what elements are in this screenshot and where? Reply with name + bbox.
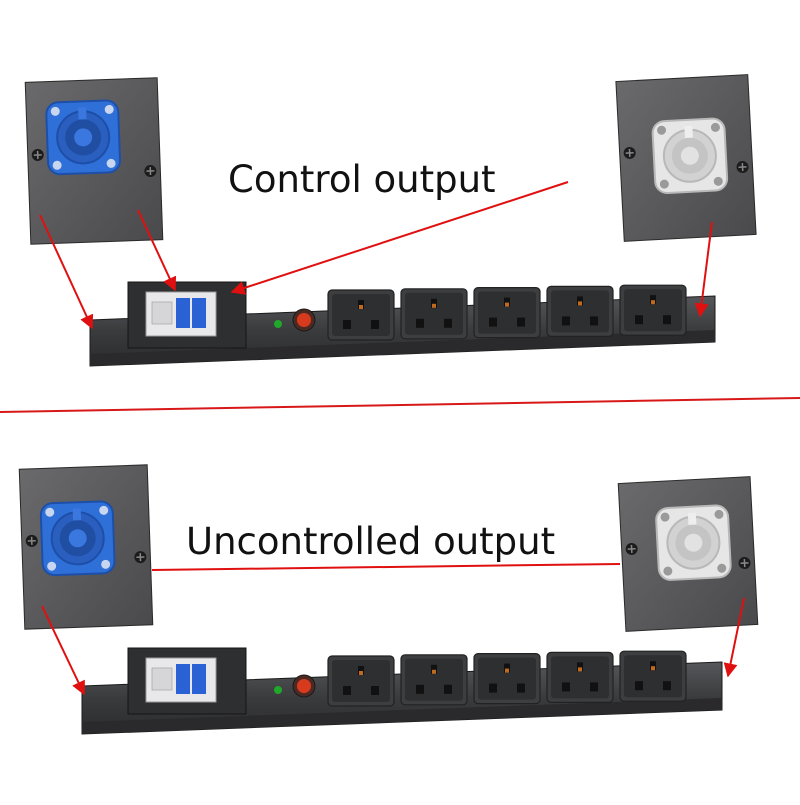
universal-outlet-icon bbox=[547, 286, 613, 336]
universal-outlet-icon bbox=[328, 290, 394, 340]
blue-connector-bottom bbox=[19, 465, 153, 629]
universal-outlet-icon bbox=[401, 655, 467, 705]
indicator-light-icon bbox=[274, 686, 282, 694]
white-connector-top bbox=[616, 75, 756, 242]
white-connector-bottom bbox=[618, 477, 758, 632]
uncontrolled-output-label: Uncontrolled output bbox=[186, 523, 555, 560]
circuit-breaker-icon bbox=[128, 648, 246, 714]
universal-outlet-icon bbox=[401, 289, 467, 339]
powercon-connector-icon bbox=[40, 501, 114, 575]
universal-outlet-icon bbox=[328, 656, 394, 706]
powercon-connector-icon bbox=[652, 118, 728, 194]
universal-outlet-icon bbox=[474, 288, 540, 338]
uncontrolled-link-line bbox=[152, 564, 620, 570]
rocker-switch-icon bbox=[293, 309, 315, 331]
universal-outlet-icon bbox=[620, 285, 686, 335]
universal-outlet-icon bbox=[474, 654, 540, 704]
circuit-breaker-icon bbox=[128, 282, 246, 348]
rocker-switch-icon bbox=[293, 675, 315, 697]
universal-outlet-icon bbox=[620, 651, 686, 701]
powercon-connector-icon bbox=[656, 505, 732, 581]
section-divider bbox=[0, 398, 800, 412]
control-output-label: Control output bbox=[228, 161, 496, 198]
indicator-light-icon bbox=[274, 320, 282, 328]
universal-outlet-icon bbox=[547, 652, 613, 702]
powercon-connector-icon bbox=[46, 100, 120, 174]
